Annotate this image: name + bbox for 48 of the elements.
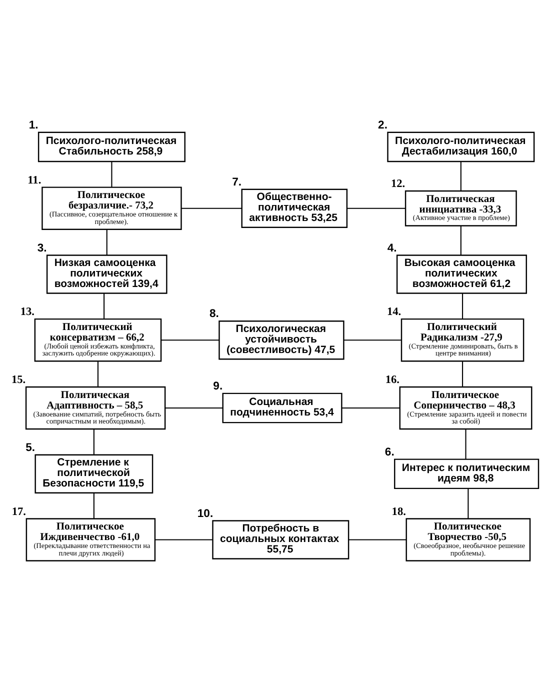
- connector: [161, 339, 220, 340]
- node-label: 18.: [392, 505, 406, 518]
- connector: [93, 492, 94, 518]
- connector: [155, 538, 213, 540]
- node-label: 11.: [28, 174, 42, 186]
- connector: [93, 428, 94, 454]
- connector: [106, 229, 108, 255]
- node-box: Стремление к политической Безопасности 119,5: [34, 454, 154, 493]
- node-box: Социальная подчиненность 53,4: [222, 392, 342, 423]
- node-label: 15.: [11, 374, 26, 386]
- node-label: 5.: [26, 441, 36, 454]
- connector: [460, 226, 462, 255]
- node-box: Психолого-политическая Стабильность 258,9: [38, 131, 186, 162]
- node-box: Высокая самооценка политических возможностей 61,2: [396, 254, 527, 294]
- node-label: 4.: [387, 242, 397, 254]
- connector: [462, 360, 464, 386]
- node-box: Психолого-политическая Дестабилизация 160,0: [387, 131, 535, 162]
- node-box: Интерес к политическим идеям 98,8: [394, 458, 540, 489]
- connector: [97, 360, 98, 386]
- node-label: 10.: [197, 507, 214, 520]
- node-label: 6.: [384, 446, 394, 458]
- node-label: 14.: [386, 306, 402, 318]
- connector: [347, 207, 406, 208]
- connector: [468, 488, 469, 518]
- node-label: 13.: [20, 306, 35, 318]
- connector: [462, 292, 464, 318]
- connector: [460, 160, 462, 190]
- node-label: 9.: [213, 380, 223, 392]
- connector: [181, 207, 242, 208]
- node-label: 12.: [390, 178, 406, 190]
- node-label: 17.: [12, 505, 26, 518]
- node-box: Низкая самооценка политических возможностей 139,4: [46, 254, 168, 294]
- node-label: 1.: [28, 118, 38, 131]
- connector: [342, 406, 400, 408]
- node-label: 8.: [210, 308, 219, 320]
- node-label: 2.: [378, 118, 388, 131]
- node-label: 16.: [385, 374, 400, 386]
- connector: [465, 428, 466, 459]
- connector: [111, 160, 112, 187]
- node-label: 7.: [232, 176, 242, 188]
- node-box: Потребность в социальных контактах 55,75: [212, 520, 350, 559]
- connector: [104, 292, 105, 318]
- connector: [344, 339, 402, 340]
- node-box: Общественно-политическая активность 53,25: [241, 188, 348, 228]
- connector: [348, 538, 406, 540]
- node-label: 3.: [37, 242, 47, 254]
- node-box: Психологическая устойчивость (совестливость) 47,5: [218, 320, 344, 360]
- connector: [165, 406, 223, 408]
